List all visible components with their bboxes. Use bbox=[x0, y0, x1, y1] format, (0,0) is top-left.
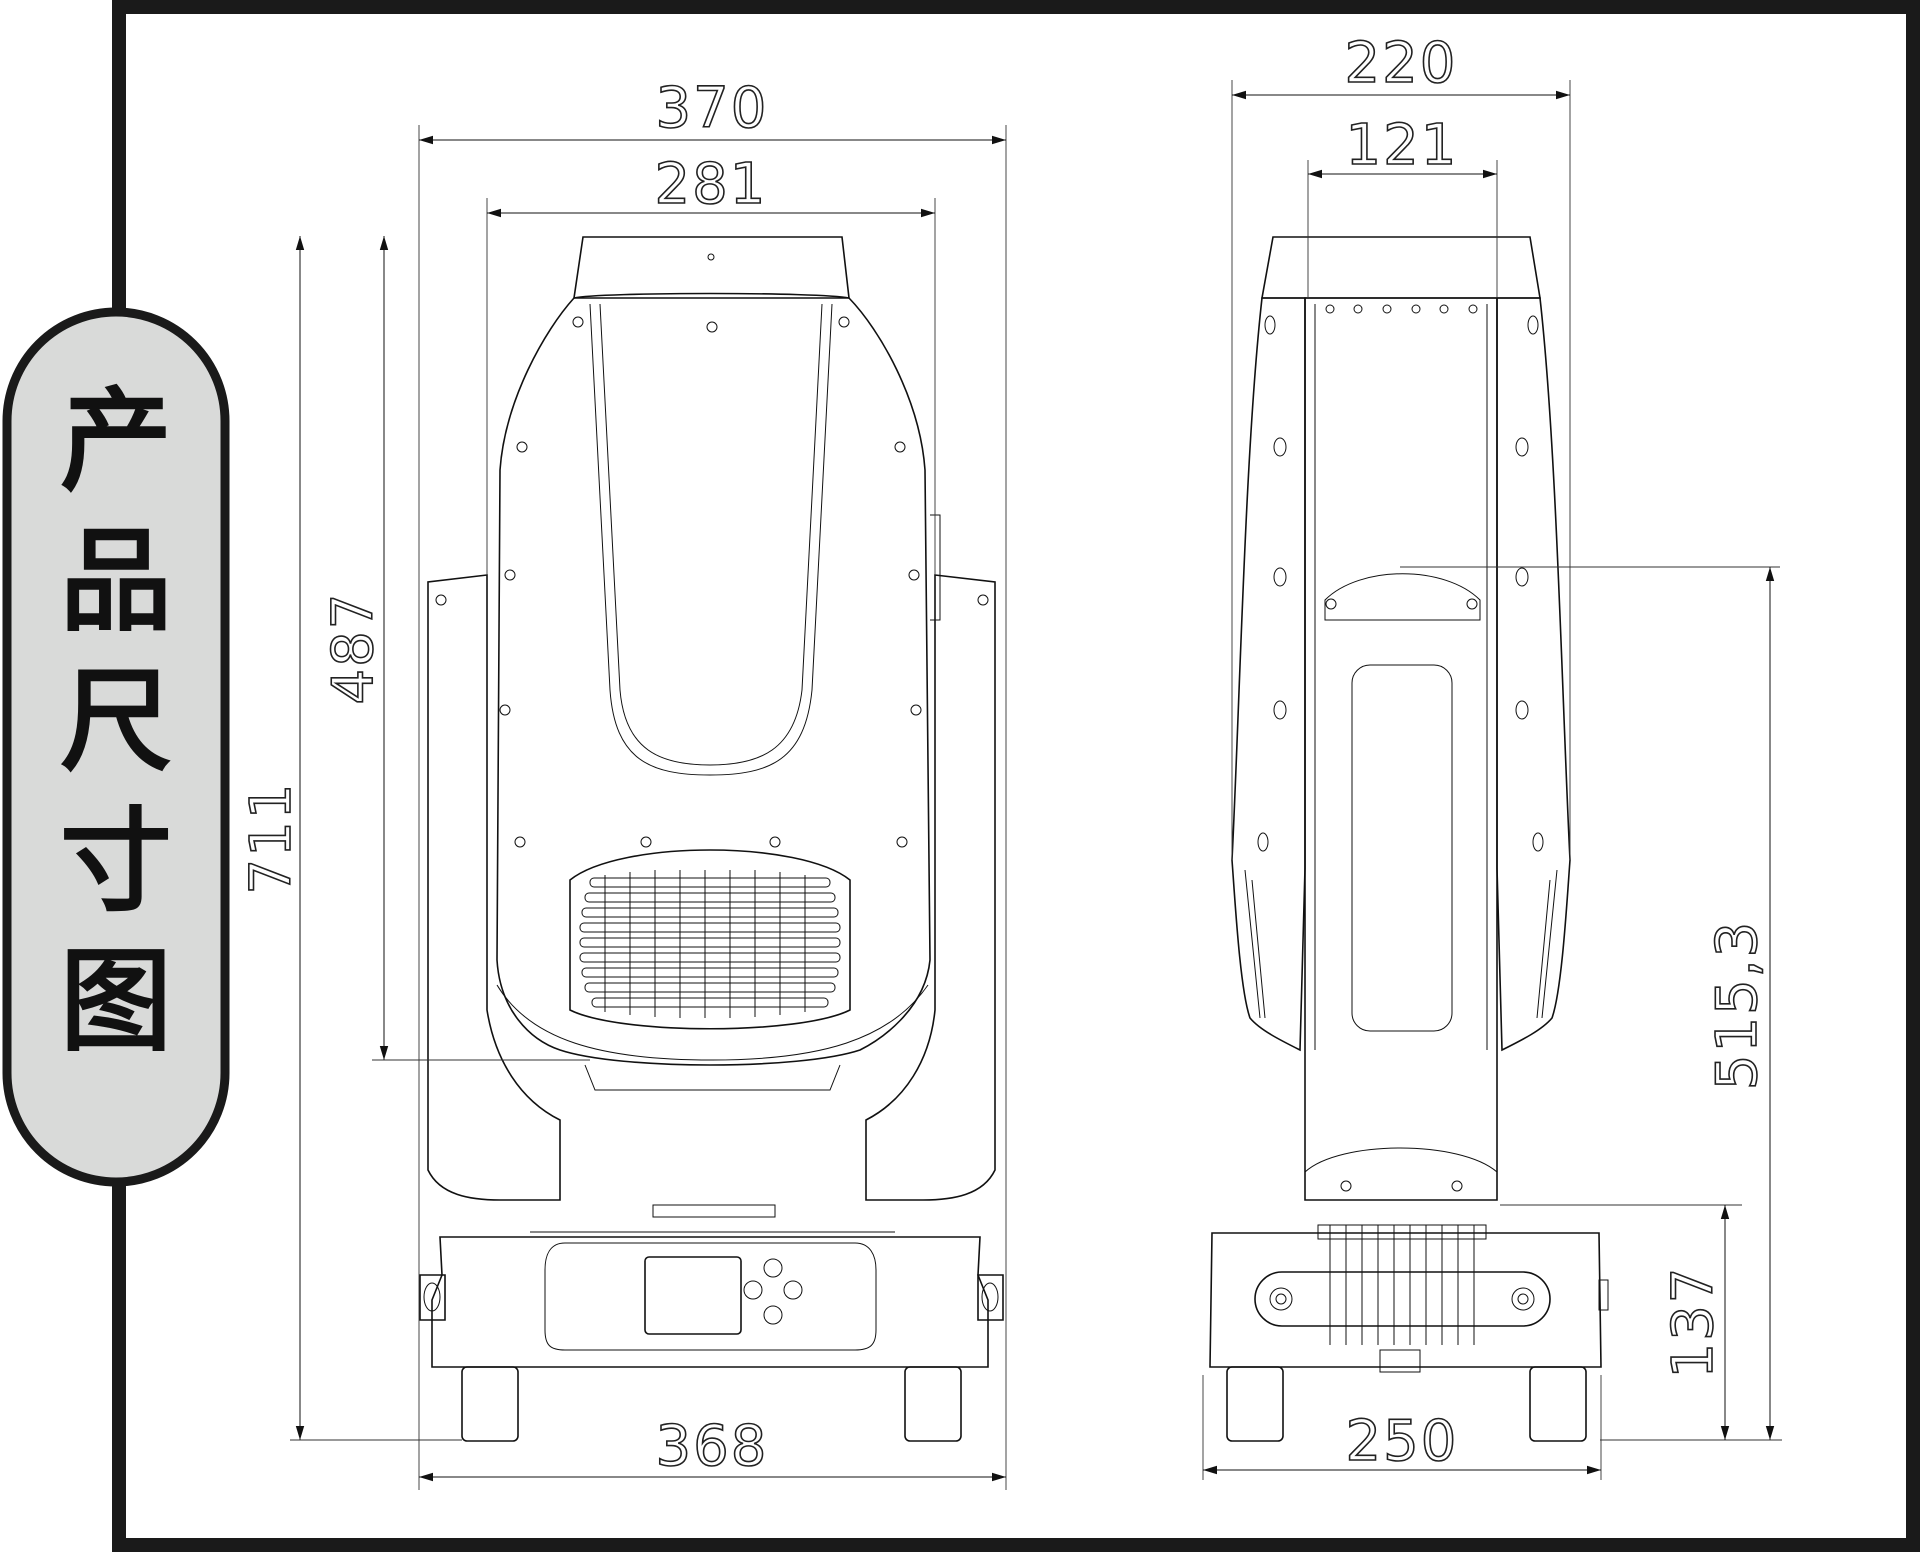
front-base-buttons bbox=[743, 1258, 803, 1325]
front-view bbox=[419, 236, 1004, 1442]
side-base-outline bbox=[1209, 1232, 1602, 1368]
title-char-3: 尺 bbox=[60, 657, 172, 787]
side-dimensions: 220 121 515,3 137 250 bbox=[1202, 30, 1782, 1480]
dim-tilt-axis-height: 515,3 bbox=[1705, 920, 1770, 1090]
front-head-outline bbox=[496, 292, 931, 1066]
title-char-5: 图 bbox=[60, 937, 172, 1067]
dim-head-height: 487 bbox=[321, 592, 386, 705]
side-arm-left bbox=[1231, 297, 1306, 1052]
front-vent-grille bbox=[569, 849, 851, 1030]
dim-overall-depth: 220 bbox=[1345, 31, 1458, 96]
dim-base-width: 368 bbox=[656, 1414, 769, 1479]
dim-base-depth: 250 bbox=[1346, 1409, 1459, 1474]
drawing-frame bbox=[112, 0, 1920, 1552]
front-base-display bbox=[644, 1256, 742, 1335]
side-base-fins bbox=[1317, 1224, 1487, 1373]
side-view bbox=[1209, 236, 1609, 1442]
side-top-holes bbox=[1325, 304, 1478, 314]
dim-head-width: 281 bbox=[655, 152, 768, 217]
title-char-4: 寸 bbox=[60, 797, 172, 927]
title-char-2: 品 bbox=[60, 517, 172, 647]
title-badge: 产 品 尺 寸 图 bbox=[2, 307, 230, 1187]
side-base-feet bbox=[1226, 1366, 1587, 1442]
front-base-feet bbox=[461, 1366, 962, 1442]
front-base-handle-right bbox=[977, 1274, 1004, 1321]
front-base-outline bbox=[431, 1236, 989, 1368]
side-arm-right bbox=[1496, 297, 1571, 1052]
side-column-window bbox=[1351, 664, 1453, 1032]
front-dimensions: 370 281 711 487 368 bbox=[238, 75, 1007, 1490]
front-yoke-left bbox=[427, 574, 561, 1201]
title-char-1: 产 bbox=[60, 377, 172, 507]
side-arm-slots bbox=[1257, 315, 1544, 852]
dim-inner-width: 121 bbox=[1346, 113, 1459, 178]
dim-base-height: 137 bbox=[1661, 1266, 1726, 1379]
dim-overall-height: 711 bbox=[239, 782, 304, 895]
dim-overall-width: 370 bbox=[656, 76, 769, 141]
front-yoke-right bbox=[865, 574, 996, 1201]
side-center-column bbox=[1304, 297, 1498, 1201]
side-base-handle bbox=[1254, 1271, 1551, 1327]
front-base-handle-left bbox=[419, 1274, 446, 1321]
front-head-screws bbox=[499, 316, 922, 848]
